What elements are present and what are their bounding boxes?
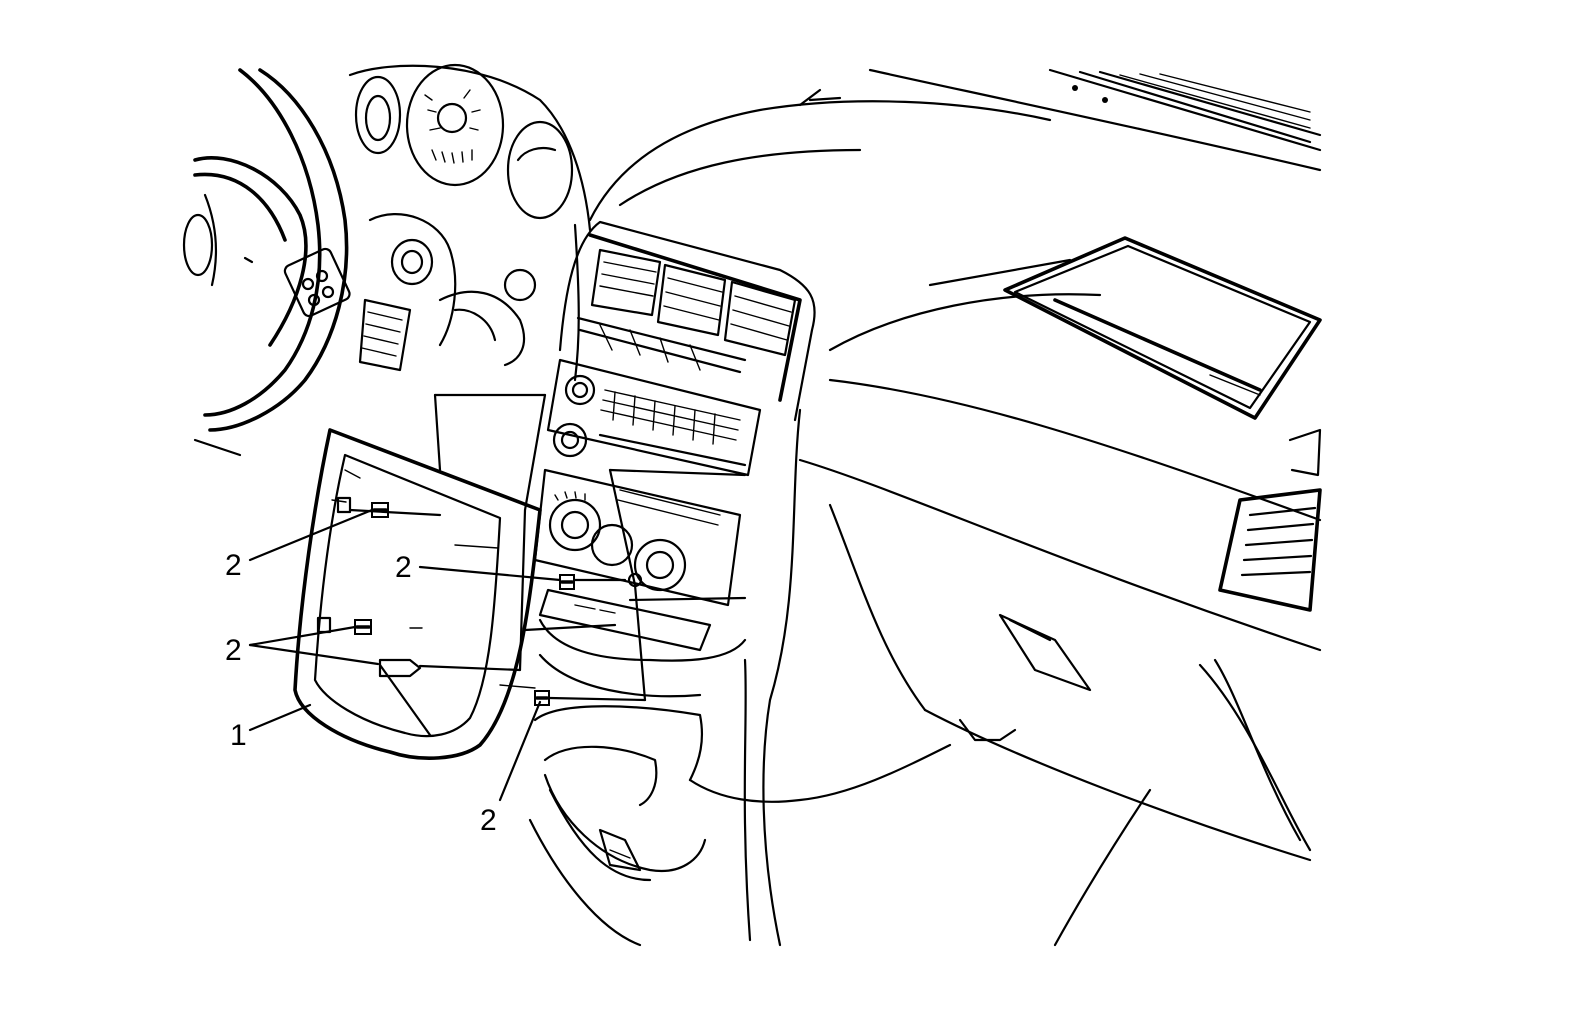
instrument-cluster (348, 63, 592, 232)
radio-unit (546, 358, 762, 477)
steering-wheel (182, 68, 351, 457)
steering-column (358, 213, 537, 372)
passenger-airbag-door (1003, 236, 1322, 420)
clip-icon (559, 574, 575, 590)
passenger-air-vent (1218, 428, 1322, 612)
clip-icon (354, 619, 372, 635)
center-air-vents (576, 248, 797, 374)
trim-bezel-part-1 (293, 428, 542, 760)
retainer-clips (354, 502, 575, 706)
upper-dashboard (588, 68, 1322, 522)
callout-label-clip-bottom: 2 (480, 804, 497, 837)
callout-label-clip-upper-left: 2 (225, 549, 242, 582)
clip-icon (378, 658, 422, 678)
center-stack (533, 220, 816, 698)
clip-icon (371, 502, 389, 518)
alignment-lines (348, 393, 747, 702)
callout-label-clip-center: 2 (395, 551, 412, 584)
floor-console (528, 705, 952, 947)
glove-box (743, 408, 1322, 947)
callout-label-bezel: 1 (230, 719, 247, 752)
clip-icon (534, 690, 550, 706)
callout-label-clip-lower-left: 2 (225, 634, 242, 667)
callout-leaders (248, 508, 562, 802)
